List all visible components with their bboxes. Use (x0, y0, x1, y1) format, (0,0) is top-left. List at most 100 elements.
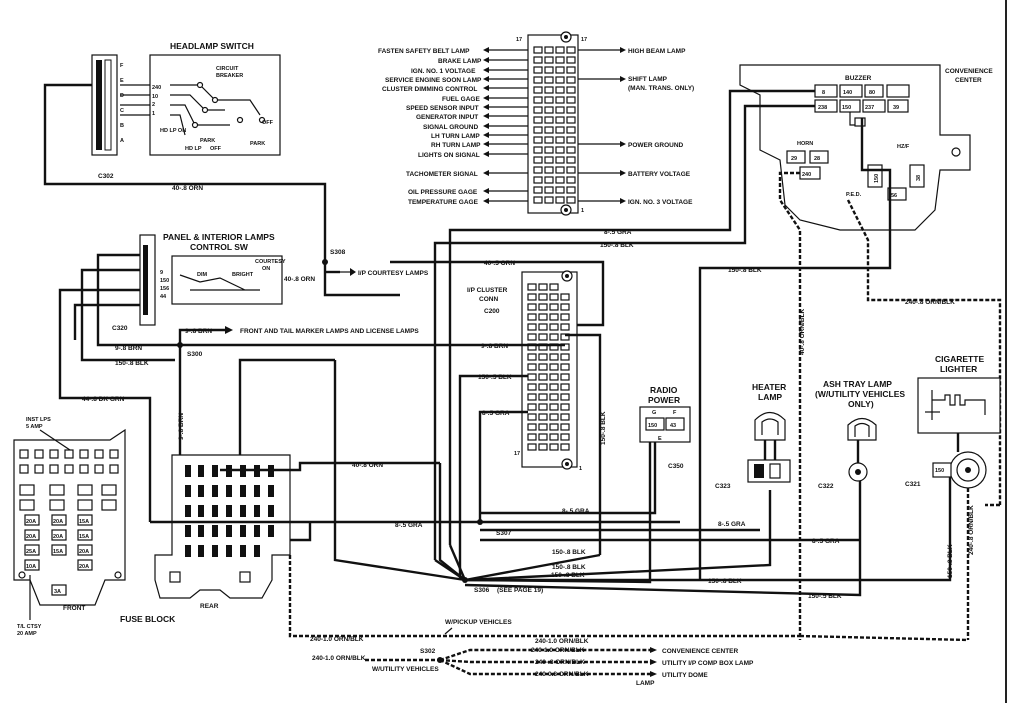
svg-text:150: 150 (842, 105, 851, 111)
wire-240-1-orn-blk-3: 240-1.0 ORN/BLK (312, 655, 366, 662)
off-label: OFF (210, 146, 222, 152)
wire-9-8-brn-v: 9-.8 BRN (178, 413, 185, 440)
svg-text:LIGHTER: LIGHTER (940, 364, 977, 374)
svg-text:43: 43 (670, 423, 676, 429)
wire-150-8-blk-3: 150-.8 BLK (728, 267, 762, 274)
s300-label: S300 (187, 351, 203, 358)
svg-text:ON: ON (262, 266, 270, 272)
hzf-label: HZ/F (897, 144, 910, 150)
svg-text:SHIFT LAMP: SHIFT LAMP (628, 76, 668, 83)
wire-8-5-gra-4: 8-.5 GRA (395, 522, 423, 529)
wire-150-8-blk-2: 150-.8 BLK (600, 242, 634, 249)
headlamp-switch-title: HEADLAMP SWITCH (170, 41, 254, 51)
ip-courtesy-lamps: I/P COURTESY LAMPS (358, 270, 429, 277)
svg-text:20A: 20A (79, 564, 89, 570)
s308-label: S308 (330, 249, 346, 256)
svg-text:FASTEN SAFETY BELT LAMP: FASTEN SAFETY BELT LAMP (378, 48, 470, 55)
dest-lamp: LAMP (636, 680, 655, 687)
svg-text:8: 8 (822, 90, 825, 96)
park2-label: PARK (250, 141, 265, 147)
wire-9-8-brn: 9-.8 BRN (115, 345, 142, 352)
svg-text:1: 1 (581, 208, 584, 214)
wire-9-8-brn-2: 9-.8 BRN (185, 328, 212, 335)
svg-text:20A: 20A (53, 534, 63, 540)
svg-text:E: E (120, 78, 124, 84)
svg-text:D: D (120, 93, 124, 99)
headlamp-switch: HEADLAMP SWITCH CIRCUIT BREAKER OFF HD L… (120, 41, 281, 156)
wire-40-5-orn: 40-.5 ORN (484, 260, 515, 267)
svg-text:20A: 20A (26, 519, 36, 525)
wire-150-8-blk-v2: 150-.8 BLK (947, 544, 954, 578)
panel-lamps-subtitle: CONTROL SW (190, 242, 249, 252)
wire-150-5-blk-2: 150-.5 BLK (808, 593, 842, 600)
s307-label: S307 (496, 530, 512, 537)
fuse-block-title: FUSE BLOCK (120, 614, 176, 624)
circuit-breaker-label: CIRCUIT (216, 66, 239, 72)
svg-text:B: B (120, 123, 124, 129)
front-label: FRONT (63, 605, 85, 612)
svg-text:29: 29 (791, 156, 797, 162)
svg-text:240: 240 (802, 172, 811, 178)
c320-connector: C320 (112, 234, 156, 332)
svg-text:SIGNAL GROUND: SIGNAL GROUND (423, 124, 478, 131)
svg-text:SPEED SENSOR INPUT: SPEED SENSOR INPUT (406, 105, 479, 112)
wire-240-8-orn-blk-v2: 240-.8 ORN/BLK (968, 505, 975, 555)
wire-150-8-blk-5: 150-.8 BLK (552, 564, 586, 571)
svg-text:20A: 20A (53, 519, 63, 525)
svg-text:150: 150 (160, 278, 169, 284)
front-fuse-grid: 20A 20A 15A 20A 20A 15A 25A 15A 20A 10A … (18, 449, 122, 596)
svg-text:OFF: OFF (262, 120, 274, 126)
dim-label: DIM (197, 272, 208, 278)
pin-2: 2 (152, 102, 155, 108)
horn-label: HORN (797, 141, 813, 147)
wire-44-8-dk-grn: 44-.8 DK GRN (82, 396, 125, 403)
svg-text:CLUSTER DIMMING CONTROL: CLUSTER DIMMING CONTROL (382, 86, 477, 93)
c302-label: C302 (98, 173, 114, 180)
svg-text:39: 39 (893, 105, 899, 111)
wire-9-8-brn-3: 9-.8 BRN (481, 343, 508, 350)
bright-label: BRIGHT (232, 272, 254, 278)
s302-label: S302 (420, 648, 436, 655)
wire-240-1-orn-blk: 240-1.0 ORN/BLK (310, 636, 364, 643)
svg-text:HIGH BEAM LAMP: HIGH BEAM LAMP (628, 48, 686, 55)
dest-utility-ip: UTILITY I/P COMP BOX LAMP (662, 660, 754, 667)
dest-utility-dome: UTILITY DOME (662, 672, 708, 679)
wire-150-8-blk: 150-.8 BLK (115, 360, 149, 367)
svg-text:17: 17 (516, 37, 522, 43)
svg-text:150: 150 (935, 468, 944, 474)
wire-240-1-orn-blk-4: 240-1.0 ORN/BLK (531, 647, 585, 654)
svg-text:LAMP: LAMP (758, 392, 782, 402)
svg-text:238: 238 (818, 105, 827, 111)
svg-text:F: F (673, 410, 677, 416)
svg-text:150: 150 (648, 423, 657, 429)
svg-text:G: G (652, 410, 656, 416)
svg-text:20A: 20A (79, 549, 89, 555)
svg-text:POWER: POWER (648, 395, 680, 405)
wire-40-8-orn: 40-.8 ORN (172, 185, 203, 192)
cigarette-title: CIGARETTE (935, 354, 984, 364)
w-pickup-label: W/PICKUP VEHICLES (445, 619, 512, 626)
wire-8-5-gra-5: 8-.5 GRA (718, 521, 746, 528)
wire-8-5-gra: 8-.5 GRA (604, 229, 632, 236)
cluster-right-labels: HIGH BEAM LAMP SHIFT LAMP (MAN. TRANS. O… (578, 47, 694, 206)
svg-text:17: 17 (581, 37, 587, 43)
rear-label: REAR (200, 603, 219, 610)
dest-convenience: CONVENIENCE CENTER (662, 648, 739, 655)
s306-label: S306 (474, 587, 490, 594)
svg-text:15A: 15A (79, 519, 89, 525)
c200-label: C200 (484, 308, 500, 315)
svg-text:5 AMP: 5 AMP (26, 424, 43, 430)
svg-text:80: 80 (869, 90, 875, 96)
svg-text:44: 44 (160, 294, 167, 300)
c320-label: C320 (112, 325, 128, 332)
svg-text:LIGHTS ON SIGNAL: LIGHTS ON SIGNAL (418, 152, 480, 159)
wire-8-5-gra-6: 8-.5 GRA (812, 538, 840, 545)
svg-text:CONN: CONN (479, 296, 498, 303)
hd-lp-on-label: HD LP ON (160, 128, 186, 134)
svg-text:9: 9 (160, 270, 163, 276)
svg-text:17: 17 (514, 451, 520, 457)
inst-lps-label: INST LPS (26, 417, 51, 423)
svg-text:3A: 3A (54, 589, 61, 595)
